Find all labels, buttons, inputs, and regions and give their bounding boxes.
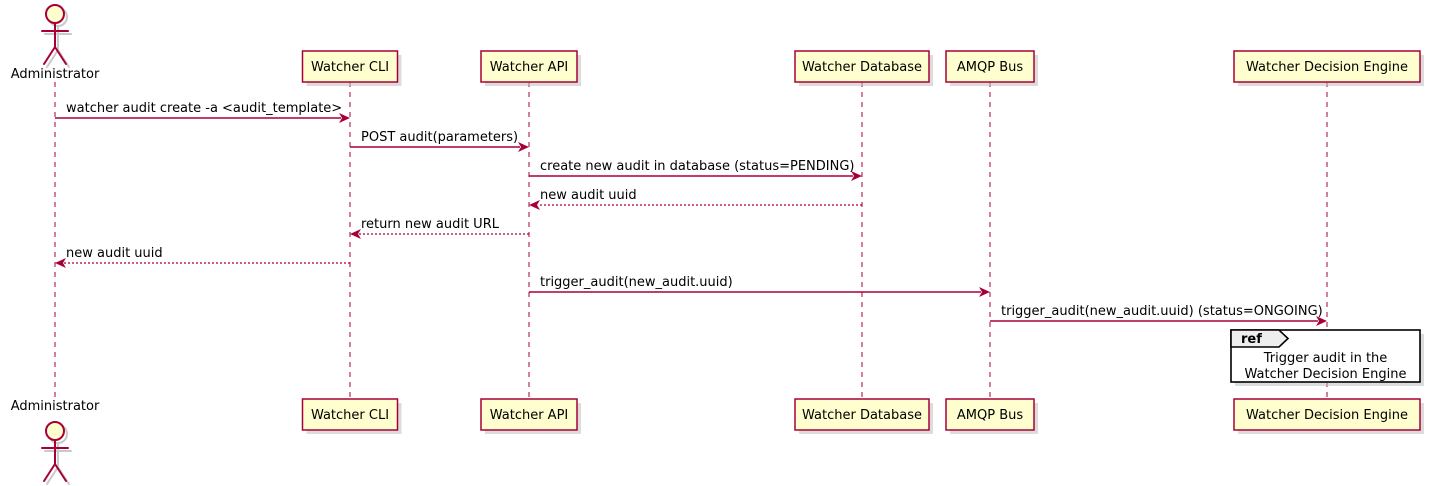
message-arrowhead (339, 113, 350, 123)
message-4[interactable]: new audit uuid (529, 188, 862, 210)
message-arrowhead (851, 171, 862, 181)
participant-box-rect (480, 398, 578, 431)
participant-box-rect (1233, 50, 1421, 83)
participant-label-watcher-api: Watcher API (490, 408, 569, 423)
message-8[interactable]: trigger_audit(new_audit.uuid) (status=ON… (990, 304, 1327, 326)
participant-label-watcher-decision-engine: Watcher Decision Engine (1246, 408, 1408, 423)
participant-box-watcher-decision-engine-top[interactable]: Watcher Decision Engine (1233, 50, 1424, 86)
message-2[interactable]: POST audit(parameters) (350, 130, 529, 152)
message-label: return new audit URL (361, 217, 500, 232)
message-5[interactable]: return new audit URL (350, 217, 529, 239)
message-6[interactable]: new audit uuid (55, 246, 350, 268)
participant-box-watcher-database-top[interactable]: Watcher Database (794, 50, 933, 86)
message-arrowhead (1316, 316, 1327, 326)
actor-administrator-bottom[interactable]: Administrator (11, 399, 100, 485)
actor-leg-right (54, 46, 67, 65)
ref-text-line-2: Watcher Decision Engine (1245, 367, 1407, 382)
ref-body (1230, 329, 1421, 383)
message-label: trigger_audit(new_audit.uuid) (540, 275, 733, 290)
participant-label-amqp-bus: AMQP Bus (957, 408, 1023, 423)
participant-box-rect (794, 398, 930, 431)
actor-leg-left (43, 463, 56, 482)
participant-box-rect (794, 50, 930, 83)
participant-label-watcher-cli: Watcher CLI (311, 408, 389, 423)
participant-label-watcher-cli: Watcher CLI (311, 60, 389, 75)
message-label: POST audit(parameters) (361, 130, 518, 145)
message-arrowhead (55, 258, 66, 268)
participant-box-watcher-database-bottom[interactable]: Watcher Database (794, 398, 933, 434)
ref-text-line-1: Trigger audit in the (1263, 351, 1388, 366)
participant-box-rect (945, 50, 1035, 83)
actor-shadow-leg-l (46, 49, 59, 68)
actor-administrator[interactable]: Administrator (11, 4, 100, 82)
participant-box-watcher-decision-engine-bottom[interactable]: Watcher Decision Engine (1233, 398, 1424, 434)
participant-box-rect (480, 50, 578, 83)
participant-label-watcher-decision-engine: Watcher Decision Engine (1246, 60, 1408, 75)
participant-label-watcher-api: Watcher API (490, 60, 569, 75)
participant-box-watcher-cli-top[interactable]: Watcher CLI (301, 50, 402, 86)
message-label: trigger_audit(new_audit.uuid) (status=ON… (1001, 304, 1323, 319)
actor-label-administrator: Administrator (11, 67, 100, 82)
ref-tab-label: ref (1241, 332, 1262, 347)
participant-box-rect (945, 398, 1035, 431)
actor-head (45, 421, 65, 441)
message-label: watcher audit create -a <audit_template> (66, 101, 342, 116)
message-label: new audit uuid (66, 246, 163, 261)
lifelines-layer (54, 82, 1328, 399)
message-arrowhead (518, 142, 529, 152)
actor-shadow-leg-l (46, 466, 59, 485)
message-1[interactable]: watcher audit create -a <audit_template> (55, 101, 350, 123)
participant-label-watcher-database: Watcher Database (802, 408, 922, 423)
message-label: new audit uuid (540, 188, 637, 203)
participant-box-amqp-bus-top[interactable]: AMQP Bus (945, 50, 1038, 86)
message-3[interactable]: create new audit in database (status=PEN… (529, 159, 862, 181)
actor-leg-left (43, 46, 56, 65)
participant-box-amqp-bus-bottom[interactable]: AMQP Bus (945, 398, 1038, 434)
message-arrowhead (350, 229, 361, 239)
message-arrowhead (529, 200, 540, 210)
message-label: create new audit in database (status=PEN… (540, 159, 855, 174)
message-arrowhead (979, 287, 990, 297)
participant-box-watcher-api-top[interactable]: Watcher API (480, 50, 581, 86)
messages-layer: watcher audit create -a <audit_template>… (55, 101, 1327, 326)
ref-tab (1230, 329, 1290, 348)
actor-leg-right (54, 463, 67, 482)
participant-box-rect (1233, 398, 1421, 431)
participant-label-watcher-database: Watcher Database (802, 60, 922, 75)
participant-box-watcher-cli-bottom[interactable]: Watcher CLI (301, 398, 402, 434)
participant-box-rect (301, 398, 399, 431)
participant-box-watcher-api-bottom[interactable]: Watcher API (480, 398, 581, 434)
actor-head (45, 4, 65, 24)
actor-label-administrator: Administrator (11, 399, 100, 414)
participant-box-rect (301, 50, 399, 83)
participant-label-amqp-bus: AMQP Bus (957, 60, 1023, 75)
message-7[interactable]: trigger_audit(new_audit.uuid) (529, 275, 990, 297)
